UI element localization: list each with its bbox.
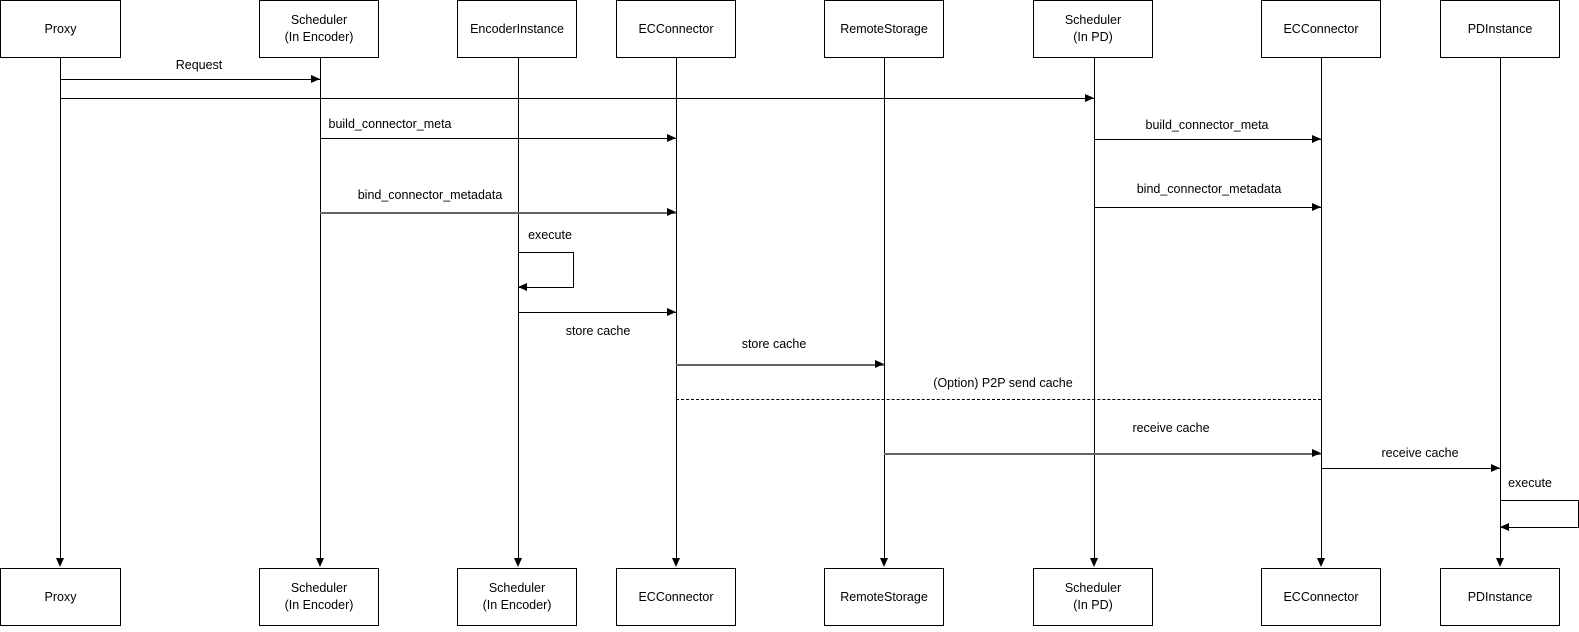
participant-label-line1: RemoteStorage	[840, 21, 928, 36]
message-line-m10	[1321, 468, 1500, 469]
message-line-m2	[60, 98, 1094, 99]
message-label-m6: bind_connector_metadata	[1136, 182, 1282, 196]
message-label-m3: build_connector_meta	[328, 117, 452, 131]
lifeline-encoder_inst	[518, 58, 519, 560]
self-call-loop-execute_encoder	[518, 252, 574, 288]
lifeline-arrow-sched_pd	[1090, 558, 1098, 567]
participant-box-bottom-pd_inst[interactable]: PDInstance	[1440, 568, 1560, 626]
participant-box-top-proxy[interactable]: Proxy	[0, 0, 121, 58]
message-line-m3	[320, 138, 676, 139]
participant-label-line1: ECConnector	[1283, 589, 1359, 604]
message-label-m9: receive cache	[1132, 421, 1210, 435]
participant-box-top-ec_conn_pd[interactable]: ECConnector	[1261, 0, 1381, 58]
participant-label-line2: (In Encoder)	[482, 598, 552, 612]
participant-box-bottom-encoder_inst[interactable]: Scheduler (In Encoder)	[457, 568, 577, 626]
message-label-m8: store cache	[741, 337, 807, 351]
self-call-label-execute_encoder: execute	[528, 228, 572, 242]
participant-box-top-sched_pd[interactable]: Scheduler (In PD)	[1033, 0, 1153, 58]
self-call-arrowhead-execute_encoder	[518, 283, 527, 291]
participant-label-line2: (In PD)	[1073, 30, 1113, 44]
message-line-m8	[676, 364, 884, 366]
participant-box-top-ec_conn_enc[interactable]: ECConnector	[616, 0, 736, 58]
lifeline-ec_conn_pd	[1321, 58, 1322, 560]
message-line-m6	[1094, 207, 1321, 208]
participant-label-line1: PDInstance	[1467, 21, 1533, 36]
participant-label-line1: Scheduler	[290, 581, 348, 596]
message-line-m5	[320, 212, 676, 214]
self-call-arrowhead-execute_pd	[1500, 523, 1509, 531]
message-label-m7: store cache	[565, 324, 631, 338]
participant-label-line1: Scheduler	[488, 581, 546, 596]
message-arrowhead-m7	[667, 308, 676, 316]
lifeline-arrow-pd_inst	[1496, 558, 1504, 567]
lifeline-arrow-remote	[880, 558, 888, 567]
self-call-label-execute_pd: execute	[1508, 476, 1552, 490]
message-label-m4: build_connector_meta	[1145, 118, 1269, 132]
participant-label-line1: ECConnector	[1283, 21, 1359, 36]
participant-box-top-encoder_inst[interactable]: EncoderInstance	[457, 0, 577, 58]
participant-label-line1: PDInstance	[1467, 589, 1533, 604]
participant-label-line1: Scheduler	[290, 13, 348, 28]
message-arrowhead-m5	[667, 208, 676, 216]
message-arrowhead-m6	[1312, 203, 1321, 211]
message-line-m1	[60, 79, 320, 80]
participant-label-line1: Scheduler	[1064, 13, 1122, 28]
lifeline-arrow-encoder_inst	[514, 558, 522, 567]
participant-box-top-remote[interactable]: RemoteStorage	[824, 0, 944, 58]
lifeline-pd_inst	[1500, 58, 1501, 560]
participant-box-bottom-sched_pd[interactable]: Scheduler (In PD)	[1033, 568, 1153, 626]
message-arrowhead-m9	[1312, 449, 1321, 457]
lifeline-sched_pd	[1094, 58, 1095, 560]
message-label-m5: bind_connector_metadata	[357, 188, 503, 202]
note-dashed-line-p2p	[676, 399, 1321, 400]
note-label-p2p: (Option) P2P send cache	[933, 376, 1073, 390]
lifeline-proxy	[60, 58, 61, 560]
lifeline-ec_conn_enc	[676, 58, 677, 560]
participant-label-line2: (In Encoder)	[284, 598, 354, 612]
participant-box-bottom-ec_conn_pd[interactable]: ECConnector	[1261, 568, 1381, 626]
lifeline-arrow-sched_enc	[316, 558, 324, 567]
participant-label-line1: Scheduler	[1064, 581, 1122, 596]
participant-label-line2: (In Encoder)	[284, 30, 354, 44]
participant-label-line1: ECConnector	[638, 589, 714, 604]
message-label-m10: receive cache	[1381, 446, 1459, 460]
participant-box-bottom-proxy[interactable]: Proxy	[0, 568, 121, 626]
participant-box-top-sched_enc[interactable]: Scheduler (In Encoder)	[259, 0, 379, 58]
lifeline-arrow-ec_conn_enc	[672, 558, 680, 567]
participant-label-line1: ECConnector	[638, 21, 714, 36]
message-arrowhead-m8	[875, 360, 884, 368]
lifeline-sched_enc	[320, 58, 321, 560]
participant-box-bottom-ec_conn_enc[interactable]: ECConnector	[616, 568, 736, 626]
participant-box-bottom-sched_enc[interactable]: Scheduler (In Encoder)	[259, 568, 379, 626]
participant-label-line2: (In PD)	[1073, 598, 1113, 612]
message-arrowhead-m4	[1312, 135, 1321, 143]
lifeline-arrow-proxy	[56, 558, 64, 567]
lifeline-remote	[884, 58, 885, 560]
message-line-m7	[518, 312, 676, 313]
message-arrowhead-m1	[311, 75, 320, 83]
message-arrowhead-m10	[1491, 464, 1500, 472]
self-call-loop-execute_pd	[1500, 500, 1579, 528]
participant-label-line1: RemoteStorage	[840, 589, 928, 604]
message-arrowhead-m3	[667, 134, 676, 142]
message-arrowhead-m2	[1085, 94, 1094, 102]
participant-box-bottom-remote[interactable]: RemoteStorage	[824, 568, 944, 626]
participant-label-line1: Proxy	[44, 21, 77, 36]
message-line-m4	[1094, 139, 1321, 140]
participant-label-line1: Proxy	[44, 589, 77, 604]
lifeline-arrow-ec_conn_pd	[1317, 558, 1325, 567]
participant-box-top-pd_inst[interactable]: PDInstance	[1440, 0, 1560, 58]
participant-label-line1: EncoderInstance	[470, 21, 564, 36]
message-label-m1: Request	[175, 58, 223, 72]
message-line-m9	[884, 453, 1321, 455]
